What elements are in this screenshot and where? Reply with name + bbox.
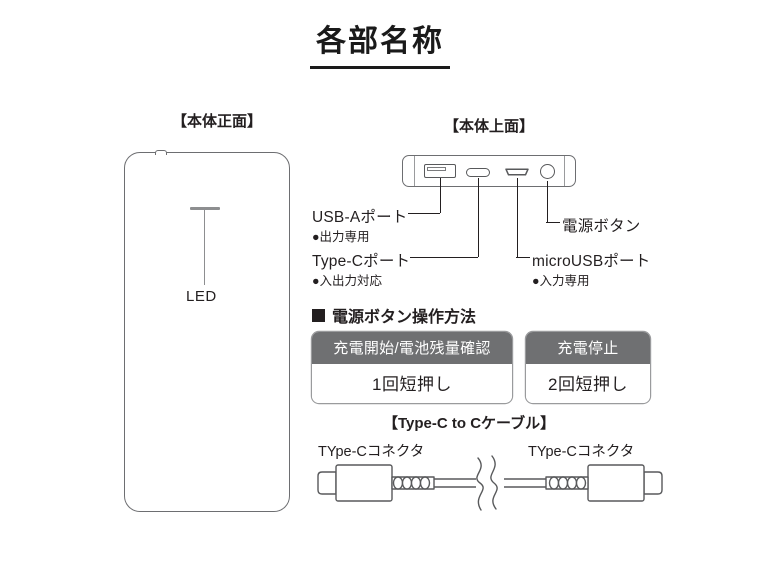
leader-usb-a-horizontal <box>408 212 440 214</box>
usb-a-port-note: ●出力専用 <box>312 230 370 244</box>
cable-illustration <box>300 432 680 532</box>
leader-power-button-vertical <box>546 181 548 222</box>
leader-power-button-horizontal <box>546 221 560 223</box>
page-title-container: 各部名称 <box>0 24 760 69</box>
operation-table-stop-value: 2回短押し <box>526 364 650 403</box>
top-seam-left <box>414 156 416 186</box>
type-c-port-label: Type-Cポート <box>312 253 411 270</box>
micro-usb-port-label: microUSBポート <box>532 253 651 270</box>
type-c-port-icon <box>466 168 490 177</box>
led-indicator-icon <box>190 207 220 210</box>
usb-a-port-label: USB-Aポート <box>312 209 408 226</box>
operation-table-start-value: 1回短押し <box>312 364 512 403</box>
cable-section-caption: 【Type-C to Cケーブル】 <box>383 415 556 432</box>
page-title: 各部名称 <box>310 24 450 69</box>
power-button-label: 電源ボタン <box>562 218 641 235</box>
leader-micro-usb-horizontal <box>516 256 530 258</box>
top-view-caption: 【本体上面】 <box>444 118 535 135</box>
led-leader-line <box>204 209 206 285</box>
leader-type-c-horizontal <box>410 256 478 258</box>
usb-a-port-inner-icon <box>427 166 446 171</box>
cable-connector-left-label: TYpe-Cコネクタ <box>318 444 425 460</box>
operation-table-stop: 充電停止 2回短押し <box>526 332 650 403</box>
led-label: LED <box>186 288 217 305</box>
type-c-port-note: ●入出力対応 <box>312 274 383 288</box>
power-button-icon <box>540 164 555 179</box>
top-seam-right <box>564 156 566 186</box>
operation-table-group: 充電開始/電池残量確認 1回短押し 充電停止 2回短押し <box>312 332 650 403</box>
filled-square-icon <box>312 308 325 322</box>
cable-connector-right-label: TYpe-Cコネクタ <box>528 444 635 460</box>
leader-micro-usb-vertical <box>516 178 518 257</box>
leader-type-c-vertical <box>477 178 479 257</box>
operation-section-heading-text: 電源ボタン操作方法 <box>332 309 477 326</box>
operation-table-stop-header: 充電停止 <box>526 332 650 364</box>
device-front-illustration <box>124 152 290 512</box>
leader-usb-a-vertical <box>439 178 441 213</box>
micro-usb-port-note: ●入力専用 <box>532 274 590 288</box>
operation-table-start-header: 充電開始/電池残量確認 <box>312 332 512 364</box>
micro-usb-port-icon <box>504 168 530 176</box>
operation-section-heading: 電源ボタン操作方法 <box>312 303 476 327</box>
device-top-notch-icon <box>155 150 167 155</box>
operation-table-start: 充電開始/電池残量確認 1回短押し <box>312 332 512 403</box>
front-view-caption: 【本体正面】 <box>172 113 263 130</box>
